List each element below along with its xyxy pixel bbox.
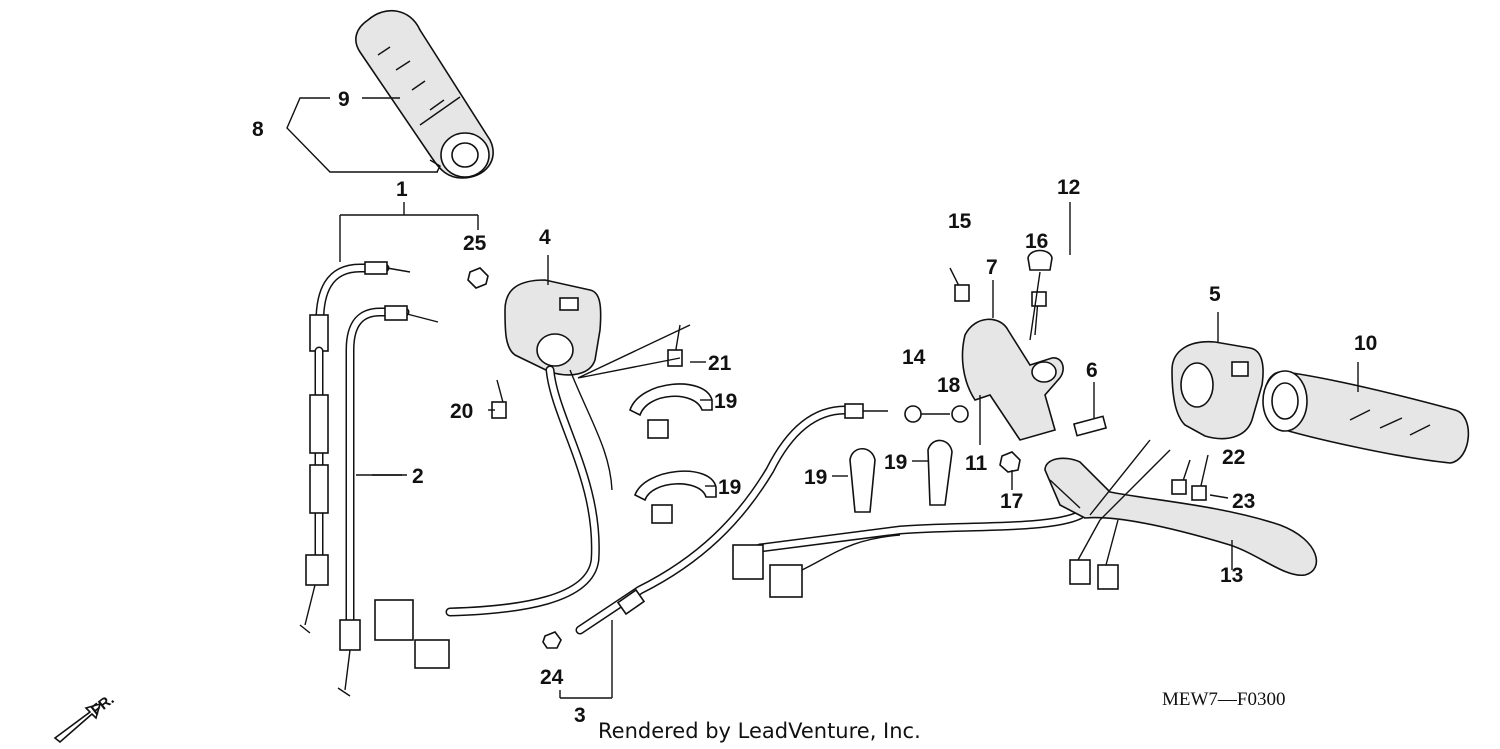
- callout-3: 3: [574, 704, 586, 727]
- callout-19-left-lower: 19: [718, 476, 741, 499]
- callout-4: 4: [539, 226, 551, 249]
- callout-2: 2: [412, 465, 424, 488]
- callout-12: 12: [1057, 176, 1080, 199]
- callout-9: 9: [338, 88, 350, 111]
- throttle-grip-illustration: [355, 9, 494, 179]
- throttle-cables-illustration: [299, 202, 489, 697]
- callout-13: 13: [1220, 564, 1243, 587]
- callout-18: 18: [937, 374, 961, 397]
- clutch-cable-illustration: [542, 403, 888, 699]
- callout-5: 5: [1209, 283, 1221, 306]
- right-switch-illustration: [1171, 312, 1264, 501]
- callout-21: 21: [708, 352, 732, 375]
- callout-leaders: [372, 202, 1233, 570]
- credit-line: Rendered by LeadVenture, Inc.: [598, 719, 921, 743]
- switch-harness-illustration: [732, 439, 1085, 598]
- front-direction-marker: FR.: [53, 691, 118, 744]
- left-switch-illustration: [374, 255, 717, 669]
- right-grip-illustration: [1262, 362, 1470, 464]
- callout-8: 8: [252, 118, 264, 141]
- callout-17: 17: [1000, 490, 1023, 513]
- callout-25: 25: [463, 232, 487, 255]
- lever-bracket-illustration: [904, 249, 1108, 473]
- callout-16: 16: [1025, 230, 1048, 253]
- callout-10: 10: [1354, 332, 1377, 355]
- callout-19-center-right: 19: [884, 451, 907, 474]
- callout-22: 22: [1222, 446, 1245, 469]
- callout-15: 15: [948, 210, 972, 233]
- callout-23: 23: [1232, 490, 1255, 513]
- leader-8-9: [286, 97, 438, 173]
- callout-11: 11: [965, 452, 988, 475]
- callout-20: 20: [450, 400, 473, 423]
- callout-1: 1: [396, 178, 408, 201]
- callout-6: 6: [1086, 359, 1098, 382]
- callout-labels: 8 9 1 25 2 4 20 21 19 19 24 3 19 19 14 1…: [252, 88, 1377, 727]
- callout-19-center-left: 19: [804, 466, 827, 489]
- callout-7: 7: [986, 256, 998, 279]
- diagram-code: MEW7—F0300: [1162, 689, 1286, 710]
- callout-14: 14: [902, 346, 926, 369]
- clutch-lever-illustration: [1044, 439, 1318, 590]
- callout-19-left-upper: 19: [714, 390, 737, 413]
- callout-24: 24: [540, 666, 564, 689]
